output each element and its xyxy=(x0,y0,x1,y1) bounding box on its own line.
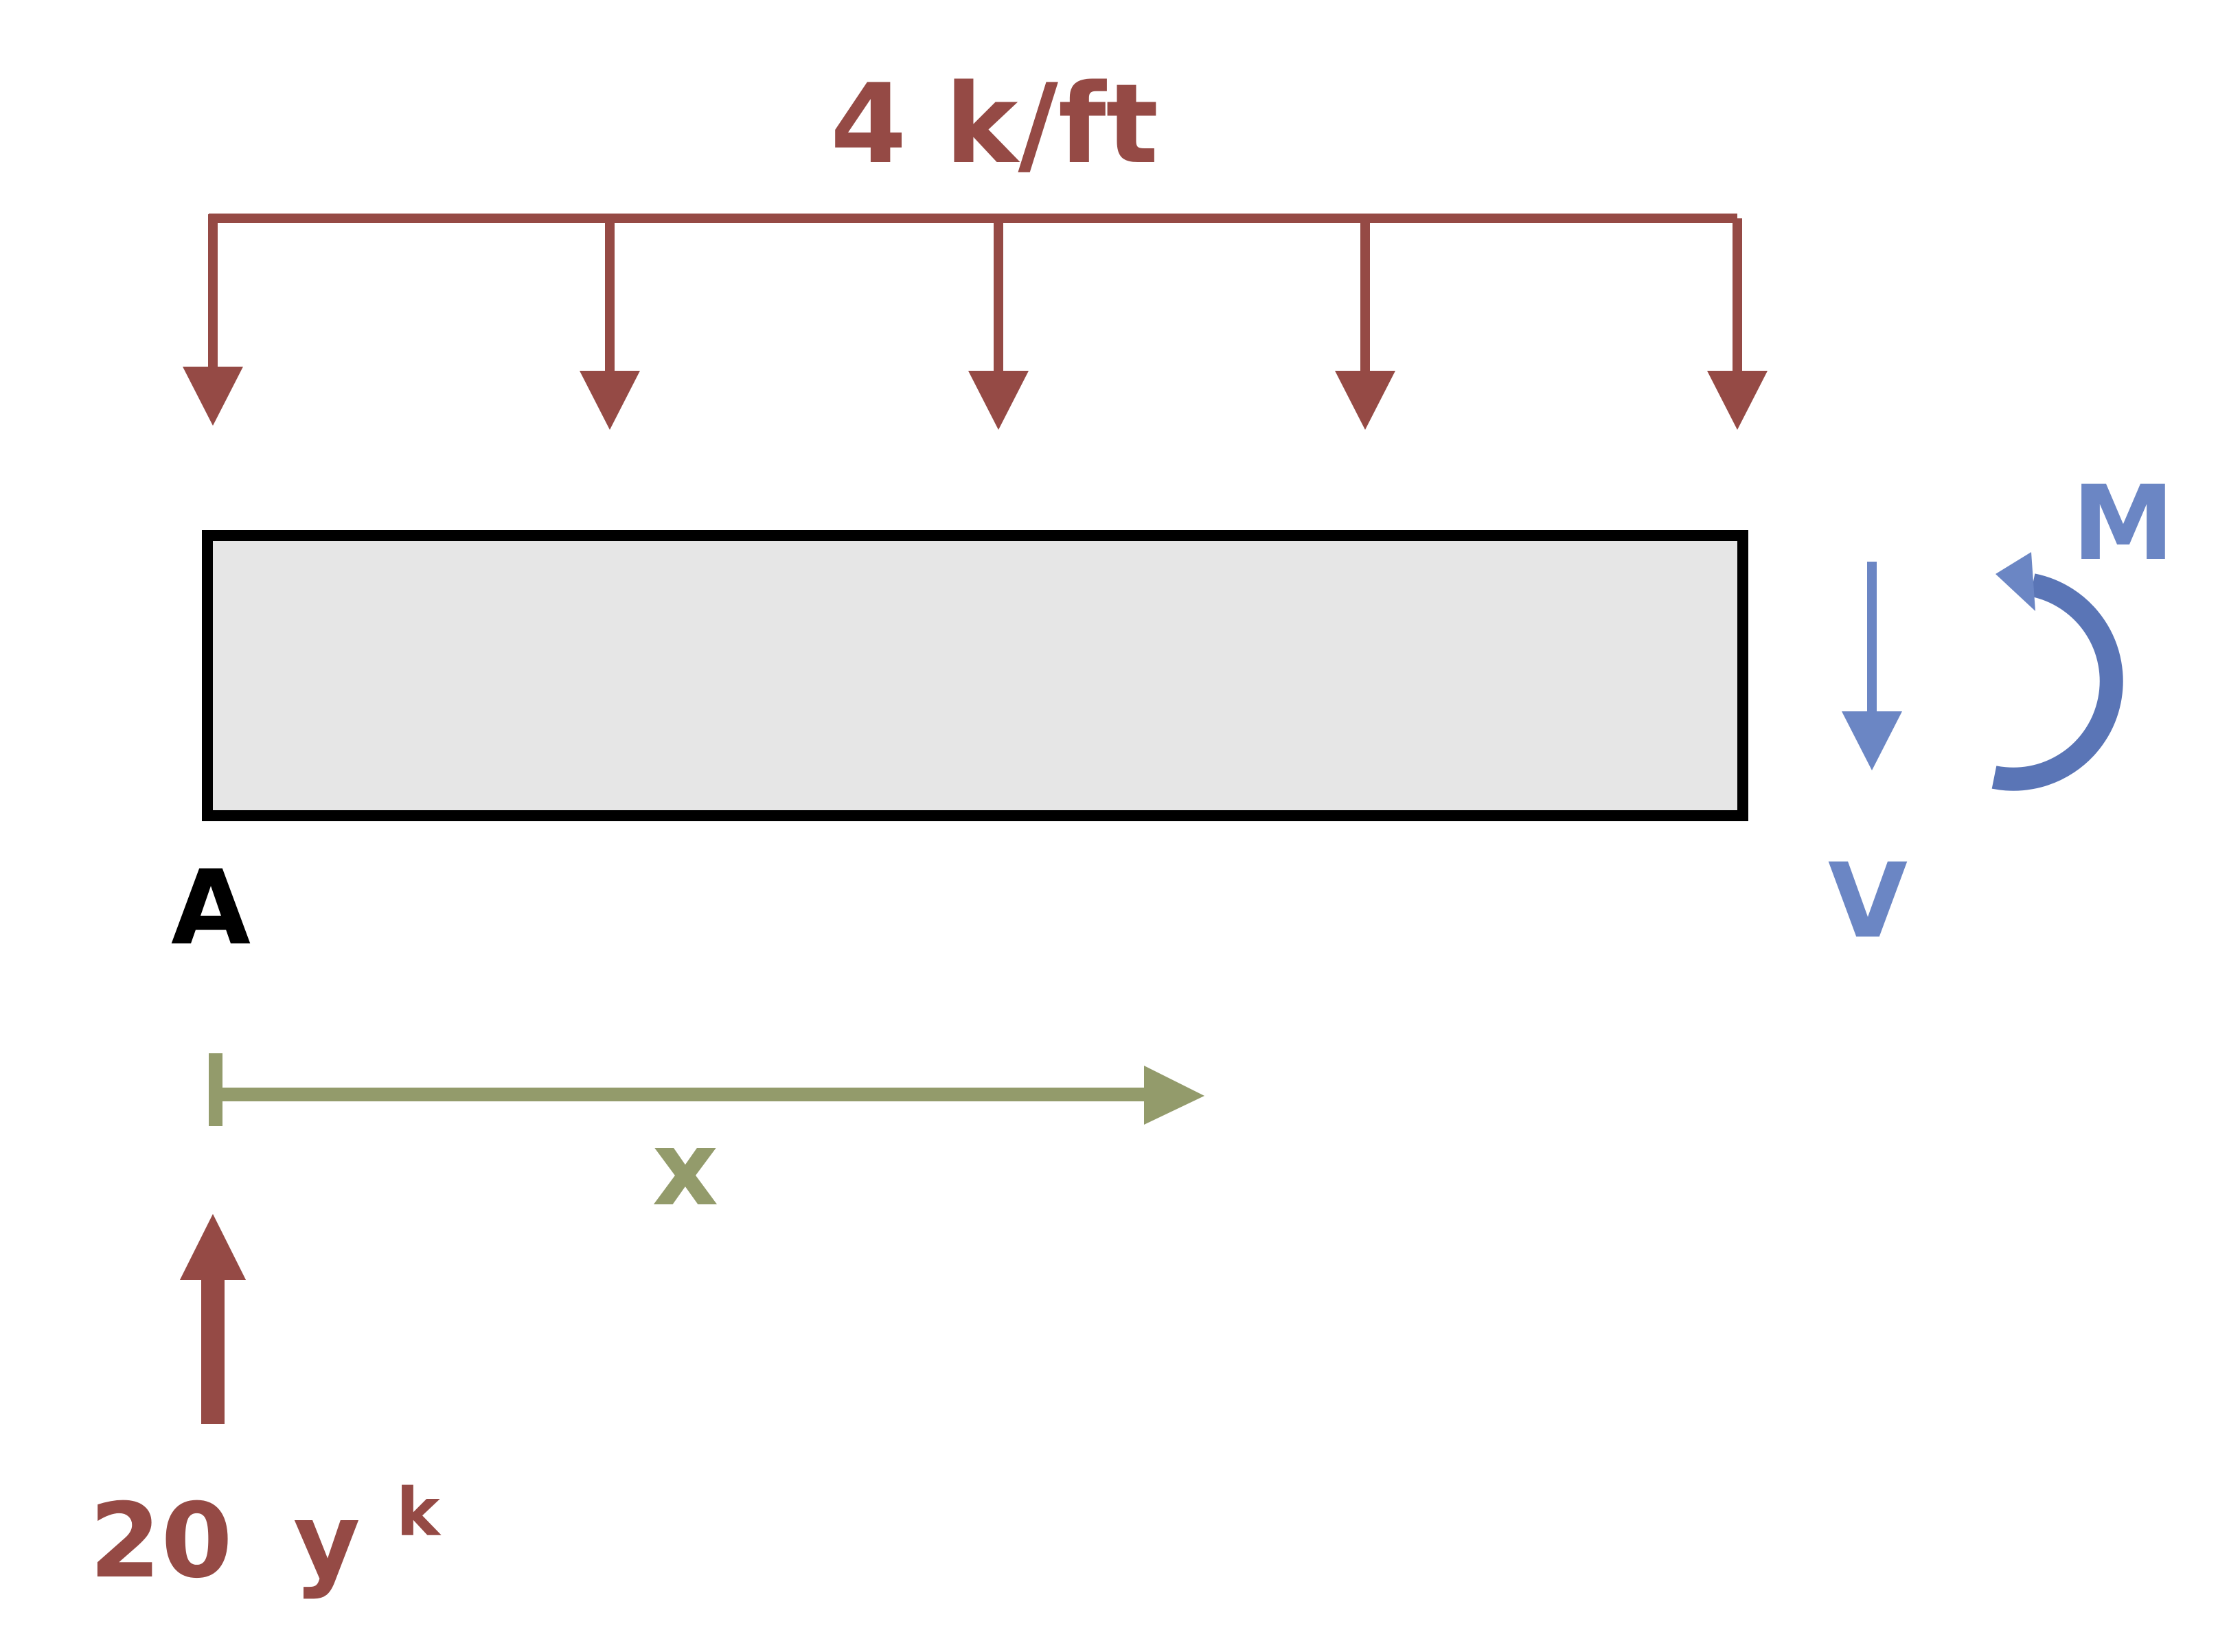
load-arrow-3-head xyxy=(968,371,1029,430)
load-label: 4 k/ft xyxy=(830,60,1158,188)
moment-arc xyxy=(1991,573,2123,791)
x-arrow-head xyxy=(1144,1066,1204,1125)
load-arrow-1-head xyxy=(183,367,243,426)
moment-label: M xyxy=(2072,464,2174,584)
shear-arrow xyxy=(1842,562,1902,770)
beam xyxy=(202,530,1748,821)
reaction-superscript: k xyxy=(396,1474,442,1551)
reaction-value: 20 xyxy=(89,1482,233,1601)
reaction-label: 20 y k xyxy=(89,1474,442,1601)
load-arrow-5-head xyxy=(1707,371,1768,430)
shear-arrow-head xyxy=(1842,711,1902,770)
moment-arrow xyxy=(1991,552,2123,791)
reaction-unit: y xyxy=(293,1482,361,1601)
reaction-arrow xyxy=(180,1214,246,1424)
distributed-load xyxy=(183,214,1768,430)
x-label: x xyxy=(652,1110,719,1229)
load-arrow-2-head xyxy=(580,371,640,430)
x-coordinate-arrow xyxy=(209,1053,1204,1126)
load-arrow-4-head xyxy=(1335,371,1395,430)
shear-label: V xyxy=(1828,842,1908,961)
moment-arrow-head xyxy=(1996,552,2035,611)
reaction-arrow-head xyxy=(180,1214,246,1280)
point-a-label: A xyxy=(171,849,251,968)
